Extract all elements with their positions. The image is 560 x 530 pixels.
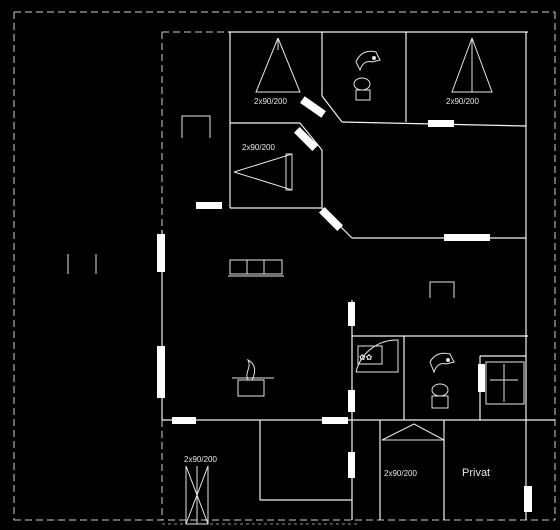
room-label-privat: Privat (462, 467, 490, 479)
window-opening (157, 346, 165, 398)
bed-mid-left (233, 153, 293, 191)
bed-top-left (255, 37, 301, 93)
window-icon (67, 254, 97, 274)
door-opening (348, 390, 355, 412)
plot-boundary (13, 11, 556, 521)
window-opening (172, 417, 196, 424)
table-icon (429, 281, 455, 298)
window-opening (444, 234, 490, 241)
bed-size-label: 2x90/200 (384, 469, 417, 478)
bed-size-label: 2x90/200 (446, 97, 479, 106)
shower-symbol: ✿✿ (359, 353, 373, 362)
door-opening (348, 452, 355, 478)
door-opening (318, 206, 344, 232)
stove-icon (232, 358, 274, 397)
bed-size-label: 2x90/200 (184, 455, 217, 464)
door-opening (293, 126, 319, 152)
door-opening (196, 202, 222, 209)
toilet-bottom-icon (429, 352, 455, 409)
walls (161, 31, 555, 520)
openings (157, 96, 532, 512)
bed-bottom-left (185, 465, 209, 525)
shelf-icon (485, 361, 525, 405)
sofa-icon (228, 259, 284, 277)
bed-size-label: 2x90/200 (254, 97, 287, 106)
chair-icon (181, 115, 211, 138)
window-opening (524, 486, 532, 512)
bed-size-label: 2x90/200 (242, 143, 275, 152)
window-opening (322, 417, 348, 424)
bed-bottom-right (381, 423, 445, 441)
window-opening (428, 120, 454, 127)
bed-top-right (451, 37, 493, 93)
door-opening (300, 96, 326, 118)
shower-icon: ✿✿ (355, 339, 399, 373)
door-opening (348, 302, 355, 326)
window-opening (157, 234, 165, 272)
door-opening (478, 364, 485, 392)
toilet-top-icon (353, 50, 381, 101)
